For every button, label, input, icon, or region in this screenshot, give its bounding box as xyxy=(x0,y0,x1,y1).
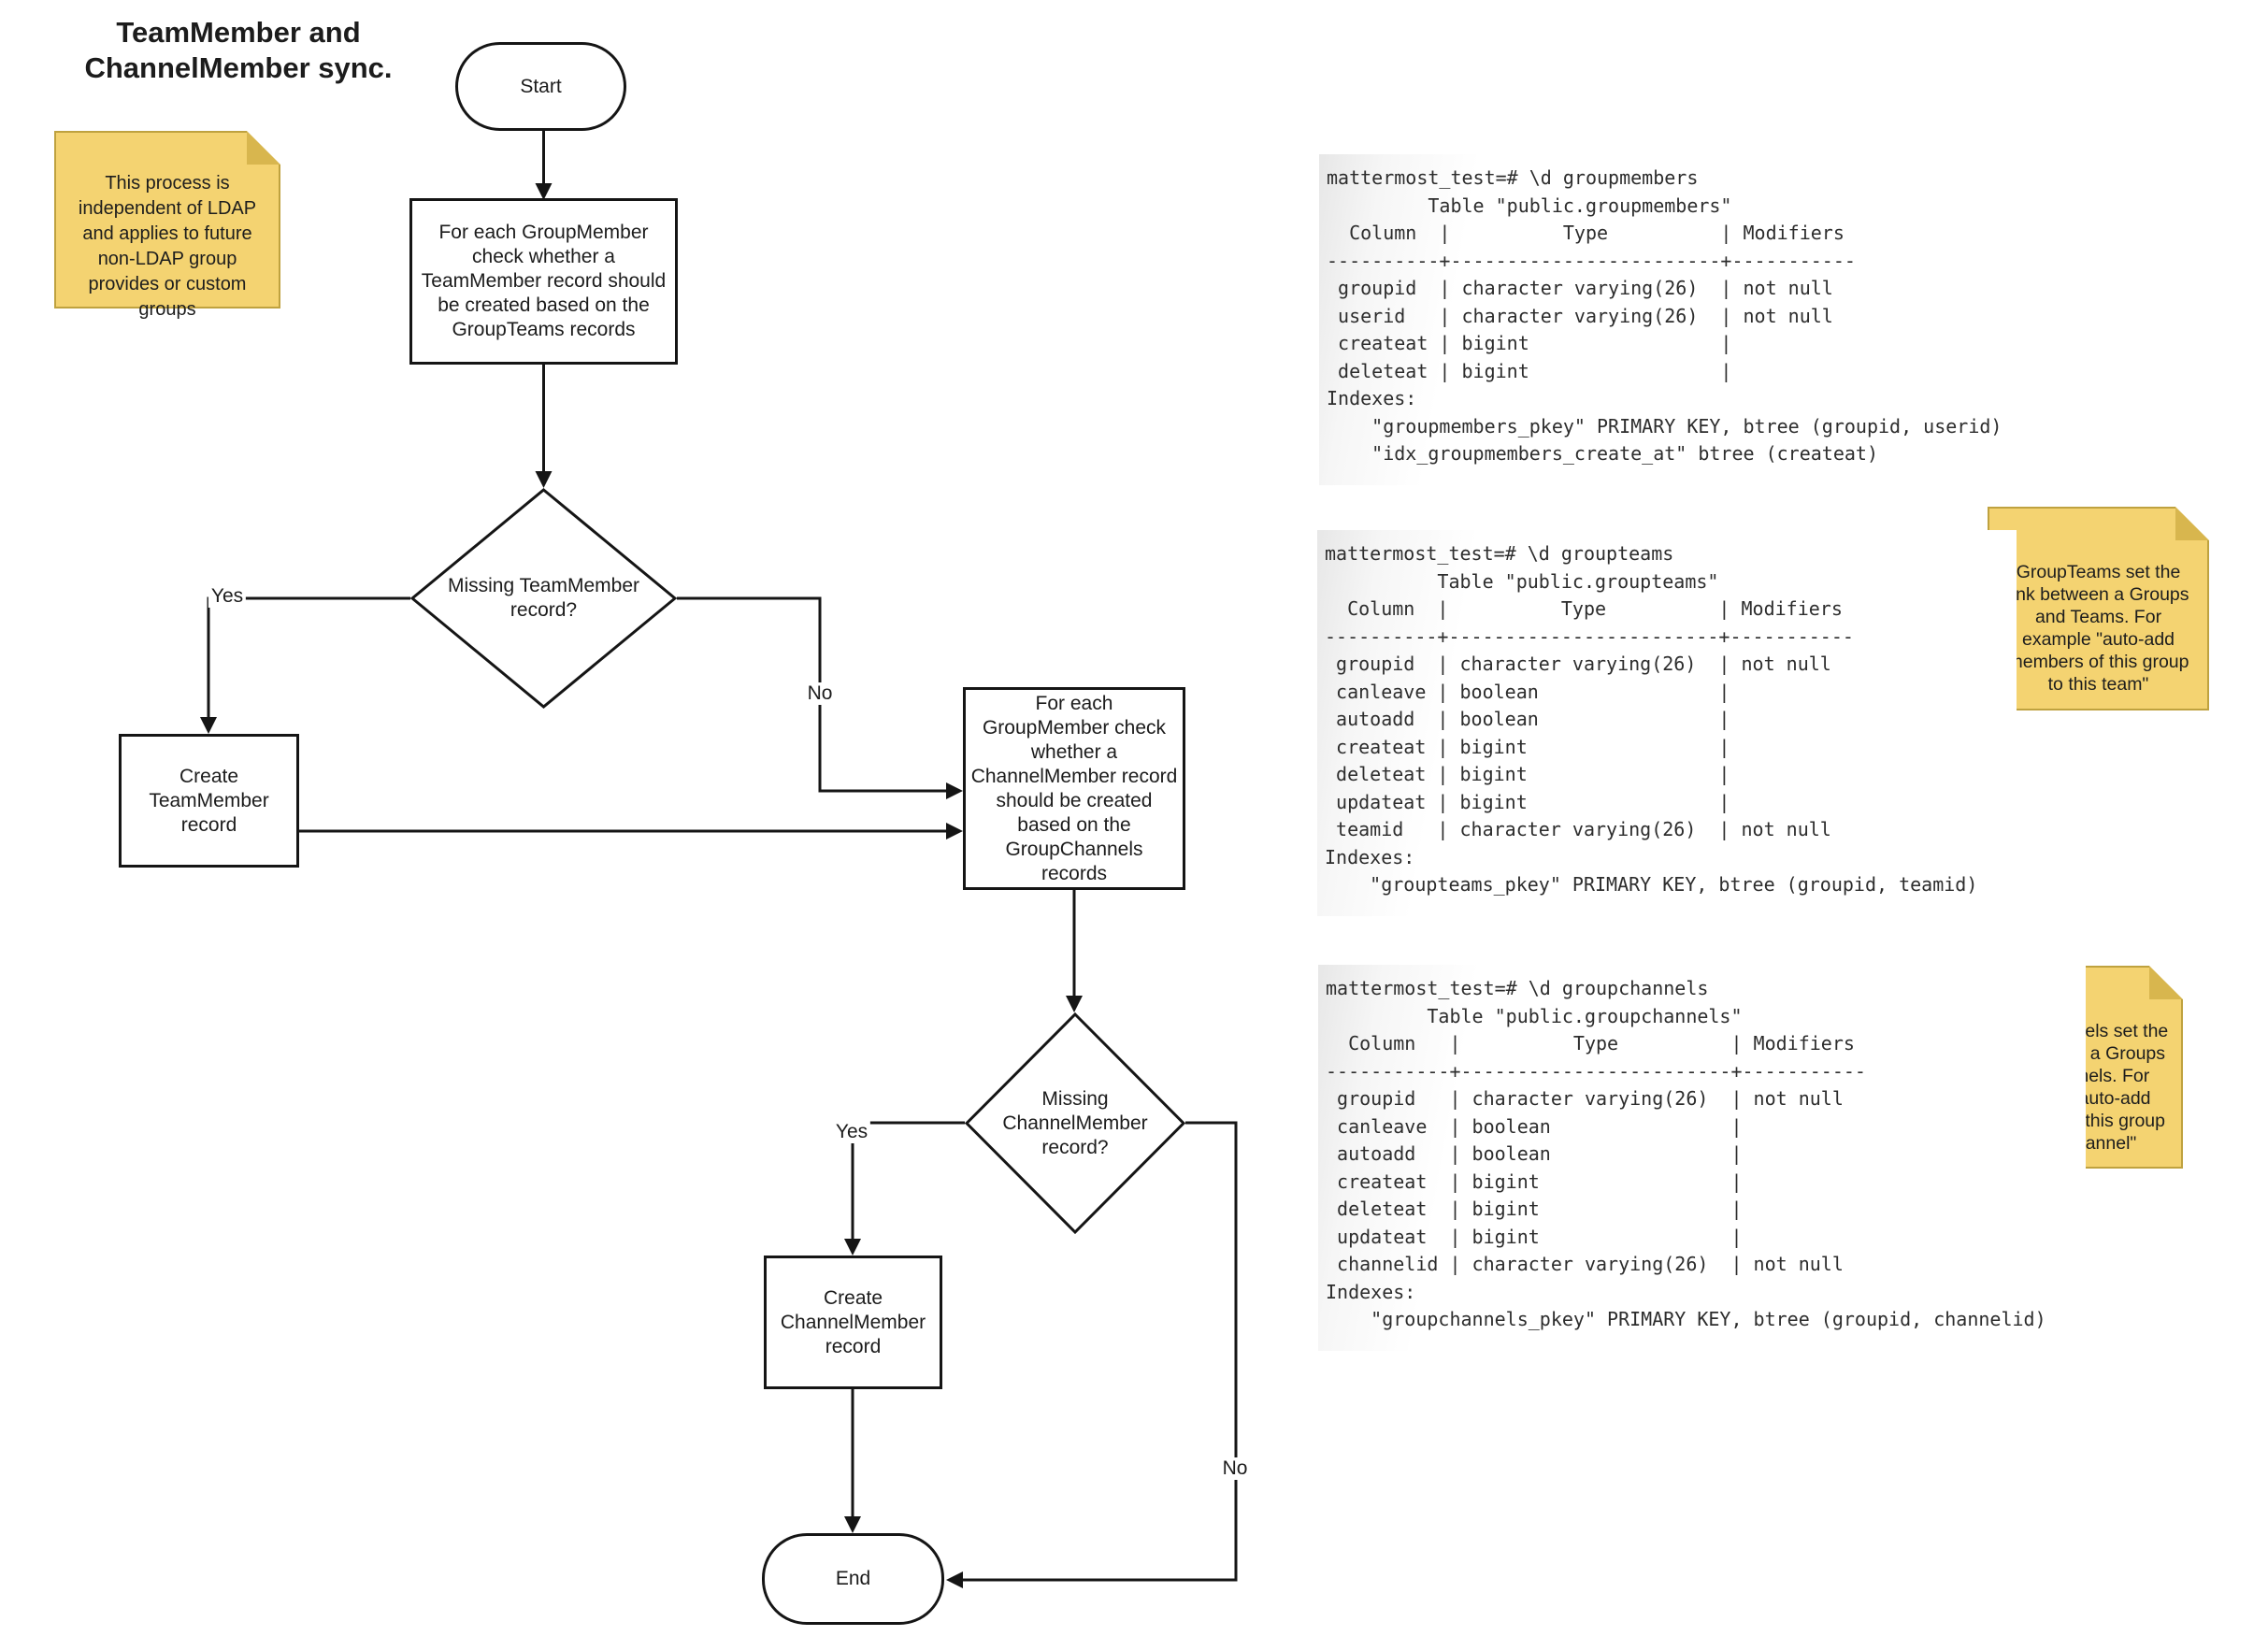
arrowhead-icon xyxy=(535,471,553,488)
page-title: TeamMember and ChannelMember sync. xyxy=(84,16,393,84)
diamond-shape xyxy=(410,488,677,709)
decision-missing-teammember: Missing TeamMember record? xyxy=(410,488,677,709)
arrowhead-icon xyxy=(844,1516,861,1533)
folded-corner-icon xyxy=(2149,966,2183,999)
start-terminal: Start xyxy=(455,42,626,131)
arrowhead-icon xyxy=(535,183,553,200)
arrowhead-icon xyxy=(946,782,963,799)
arrowhead-icon xyxy=(1066,996,1083,1012)
diamond-shape xyxy=(965,1012,1185,1234)
edge-label-no1: No xyxy=(804,682,836,705)
decision-missing-channelmember-label: Missing ChannelMember record? xyxy=(1002,1087,1148,1158)
process-create-teammember: Create TeamMember record xyxy=(119,734,299,868)
edge-label-yes2: Yes xyxy=(832,1121,871,1143)
edge-label-no2: No xyxy=(1219,1457,1251,1480)
psql-output-groupmembers: mattermost_test=# \d groupmembers Table … xyxy=(1319,154,2042,485)
sticky-note-ldap: This process is independent of LDAP and … xyxy=(54,131,280,320)
process-create-channelmember: Create ChannelMember record xyxy=(764,1256,942,1389)
edge-no-end xyxy=(963,1121,1238,1582)
arrowhead-icon xyxy=(844,1239,861,1256)
process-check-channelmember: For each GroupMember check whether a Cha… xyxy=(963,687,1185,890)
arrowhead-icon xyxy=(946,823,963,840)
psql-output-groupchannels: mattermost_test=# \d groupchannels Table… xyxy=(1318,965,2086,1351)
end-terminal: End xyxy=(762,1533,944,1625)
process-check-teammember: For each GroupMember check whether a Tea… xyxy=(409,198,678,365)
psql-output-groupteams: mattermost_test=# \d groupteams Table "p… xyxy=(1317,530,2017,916)
arrowhead-icon xyxy=(200,717,217,734)
decision-missing-channelmember: Missing ChannelMember record? xyxy=(965,1012,1185,1234)
sticky-note-ldap-text: This process is independent of LDAP and … xyxy=(78,173,257,320)
decision-missing-teammember-label: Missing TeamMember record? xyxy=(447,575,639,621)
edge-yes-create-team xyxy=(207,596,410,717)
folded-corner-icon xyxy=(247,131,280,165)
folded-corner-icon xyxy=(2175,507,2209,540)
edge-label-yes1: Yes xyxy=(208,585,247,608)
arrowhead-icon xyxy=(946,1571,963,1588)
